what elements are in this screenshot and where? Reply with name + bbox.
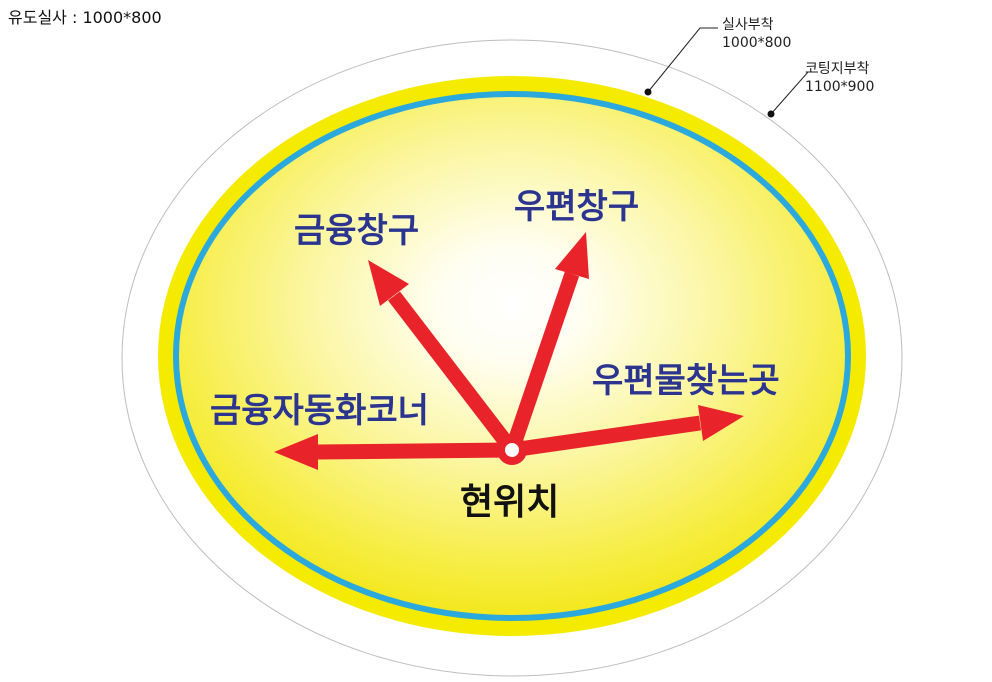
arrow-shaft-postal-counter bbox=[504, 271, 580, 453]
current-location-label: 현위치 bbox=[460, 482, 559, 523]
inner-callout-dot bbox=[644, 88, 652, 96]
inner-callout-name: 실사부착 bbox=[722, 17, 774, 33]
inner-callout-leader bbox=[647, 27, 718, 93]
arrow-shaft-financial-counter bbox=[388, 291, 518, 455]
arrow-head-postal-counter bbox=[555, 232, 589, 279]
arrow-head-parcel-pickup bbox=[698, 405, 744, 441]
inner-callout-size: 1000*800 bbox=[722, 35, 792, 51]
arrow-shaft-parcel-pickup bbox=[510, 415, 702, 458]
outer-callout-name: 코팅지부착 bbox=[805, 61, 870, 77]
coating-outline bbox=[121, 39, 903, 677]
arrow-head-atm-corner bbox=[274, 434, 318, 470]
arrow-head-financial-counter bbox=[368, 260, 409, 306]
outer-callout-leader bbox=[770, 71, 818, 115]
label-parcel-pickup: 우편물찾는곳 bbox=[592, 361, 780, 401]
label-atm-corner: 금융자동화코너 bbox=[210, 391, 429, 431]
outer-callout-dot bbox=[767, 110, 775, 118]
blue-ring bbox=[173, 91, 851, 621]
inner-size-callout: 실사부착 1000*800 bbox=[722, 16, 791, 52]
sign-face bbox=[176, 94, 848, 618]
current-location-marker-center bbox=[505, 443, 519, 457]
label-financial-counter: 금융창구 bbox=[294, 211, 419, 251]
outer-size-callout: 코팅지부착 1100*900 bbox=[805, 60, 874, 96]
arrow-shaft-atm-corner bbox=[317, 442, 513, 460]
page-title: 유도실사 : 1000*800 bbox=[8, 8, 162, 27]
label-postal-counter: 우편창구 bbox=[514, 187, 639, 227]
outer-callout-size: 1100*900 bbox=[805, 79, 875, 95]
